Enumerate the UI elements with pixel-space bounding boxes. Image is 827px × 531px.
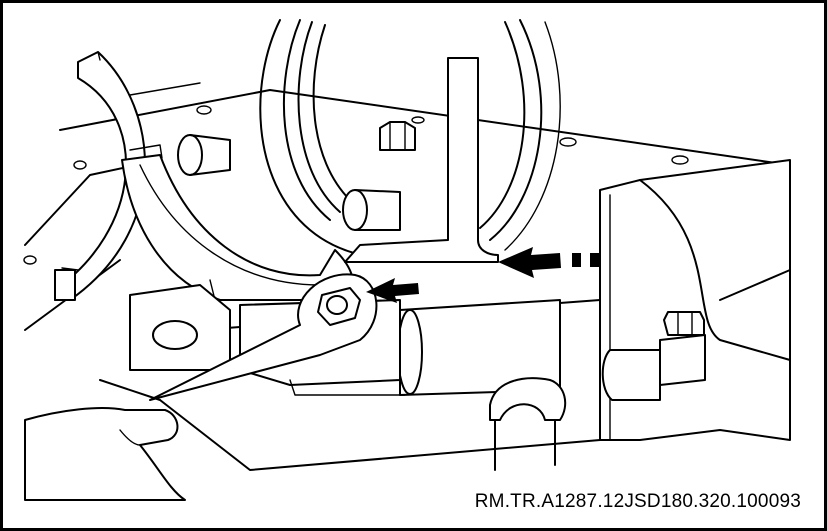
top-bolt: [379, 121, 416, 151]
thrust-washer-half: [54, 51, 146, 301]
figure-reference-code: RM.TR.A1287.12JSD180.320.100093: [474, 491, 801, 512]
bearing-cap: [121, 144, 354, 301]
mounting-hole: [411, 116, 425, 124]
hand: [24, 407, 186, 501]
left-arrow-icon: [366, 278, 419, 303]
fixture-bracket: [344, 57, 499, 263]
right-housing-block: [599, 159, 791, 441]
mounting-hole: [73, 160, 87, 170]
open-end-wrench: [149, 273, 378, 401]
bearing-pins: [177, 134, 401, 231]
mounting-hole: [23, 255, 37, 265]
mounting-hole: [196, 105, 212, 115]
mounting-hole: [559, 137, 577, 147]
dashed-left-arrow-icon: [498, 247, 599, 278]
mounting-hole: [671, 155, 689, 165]
